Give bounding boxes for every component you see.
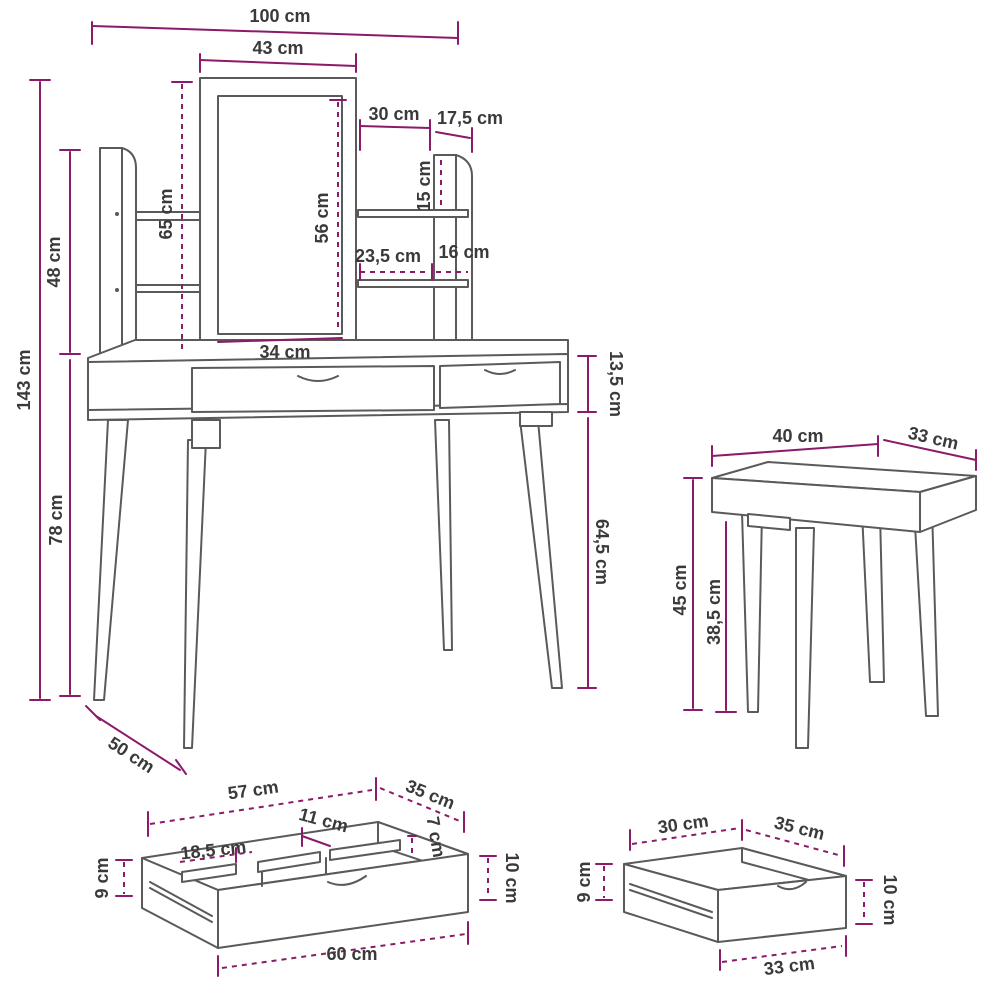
label-small-drawer-height: 10 cm (880, 874, 900, 925)
drawer-handle-large (297, 375, 339, 382)
label-drawer-height: 13,5 cm (606, 351, 626, 417)
label-stool-depth: 33 cm (906, 423, 960, 454)
drawer-large (141, 821, 469, 949)
label-mirror-glass-height: 56 cm (312, 192, 332, 243)
label-mirror-glass-width: 34 cm (259, 342, 310, 362)
stool-leg-back-right (913, 507, 939, 717)
stool-dimensions: 40 cm 33 cm 45 cm 38,5 cm (670, 423, 977, 713)
label-big-drawer-side-h: 9 cm (92, 857, 112, 898)
right-side-panel (433, 154, 473, 346)
label-shelf-gap: 15 cm (414, 160, 434, 211)
label-small-drawer-side-h: 9 cm (574, 861, 594, 902)
stool-leg-front-right (795, 527, 815, 749)
drawer-small (623, 847, 847, 943)
label-stool-height: 45 cm (670, 564, 690, 615)
stool (711, 461, 977, 749)
mirror-glass (217, 95, 343, 335)
label-top-height: 48 cm (44, 236, 64, 287)
drawer-small-dimensions: 30 cm 35 cm 9 cm 10 cm 33 cm (574, 811, 900, 979)
stool-leg-front-left (741, 511, 763, 713)
drawer-front-large (191, 365, 435, 413)
table-leg-back-left (434, 419, 453, 651)
drawer-large-divider-2 (257, 851, 321, 873)
right-shelf-bottom (357, 279, 469, 288)
label-table-height: 78 cm (46, 494, 66, 545)
drawer-large-handle (327, 875, 367, 886)
label-big-drawer-height: 10 cm (502, 852, 522, 903)
label-total-height: 143 cm (14, 349, 34, 410)
drawer-small-handle (777, 881, 807, 891)
table-dimensions: 100 cm 43 cm 30 cm 17,5 cm 15 cm 65 cm 5… (14, 6, 626, 777)
drawer-large-front (217, 853, 469, 949)
dressing-table (87, 77, 569, 749)
label-big-drawer-front: 60 cm (326, 944, 377, 964)
drawer-large-divider-3 (329, 839, 401, 861)
label-leg-height: 64,5 cm (592, 519, 612, 585)
label-big-drawer-depth: 35 cm (403, 776, 458, 814)
table-leg-back-right (519, 419, 563, 689)
table-leg-front-right (183, 439, 207, 749)
label-stool-width: 40 cm (772, 426, 823, 446)
label-stool-leg-height: 38,5 cm (704, 579, 724, 645)
label-shelf-depth: 17,5 cm (437, 108, 503, 128)
left-side-panel (99, 147, 137, 361)
drawer-small-front (717, 875, 847, 943)
label-small-drawer-front: 33 cm (763, 953, 816, 979)
label-lower-shelf-depth: 16 cm (438, 242, 489, 262)
label-shelf-width: 30 cm (368, 104, 419, 124)
right-shelf-top (357, 209, 469, 218)
stool-leg-back-left (861, 511, 885, 683)
stool-seat-side (919, 475, 977, 533)
leg-block-left (191, 419, 221, 449)
table-leg-front-left (93, 419, 129, 701)
drawer-front-small (439, 361, 561, 409)
label-mirror-frame-height: 65 cm (156, 188, 176, 239)
label-small-drawer-depth: 35 cm (772, 812, 826, 844)
leg-block-right (519, 411, 553, 427)
label-big-drawer-width: 57 cm (226, 777, 279, 804)
label-mirror-width: 43 cm (252, 38, 303, 58)
drawer-handle-small (484, 369, 516, 375)
drawer-large-divider-1 (181, 863, 237, 883)
label-table-width: 100 cm (249, 6, 310, 26)
label-lower-shelf-width: 23,5 cm (355, 246, 421, 266)
